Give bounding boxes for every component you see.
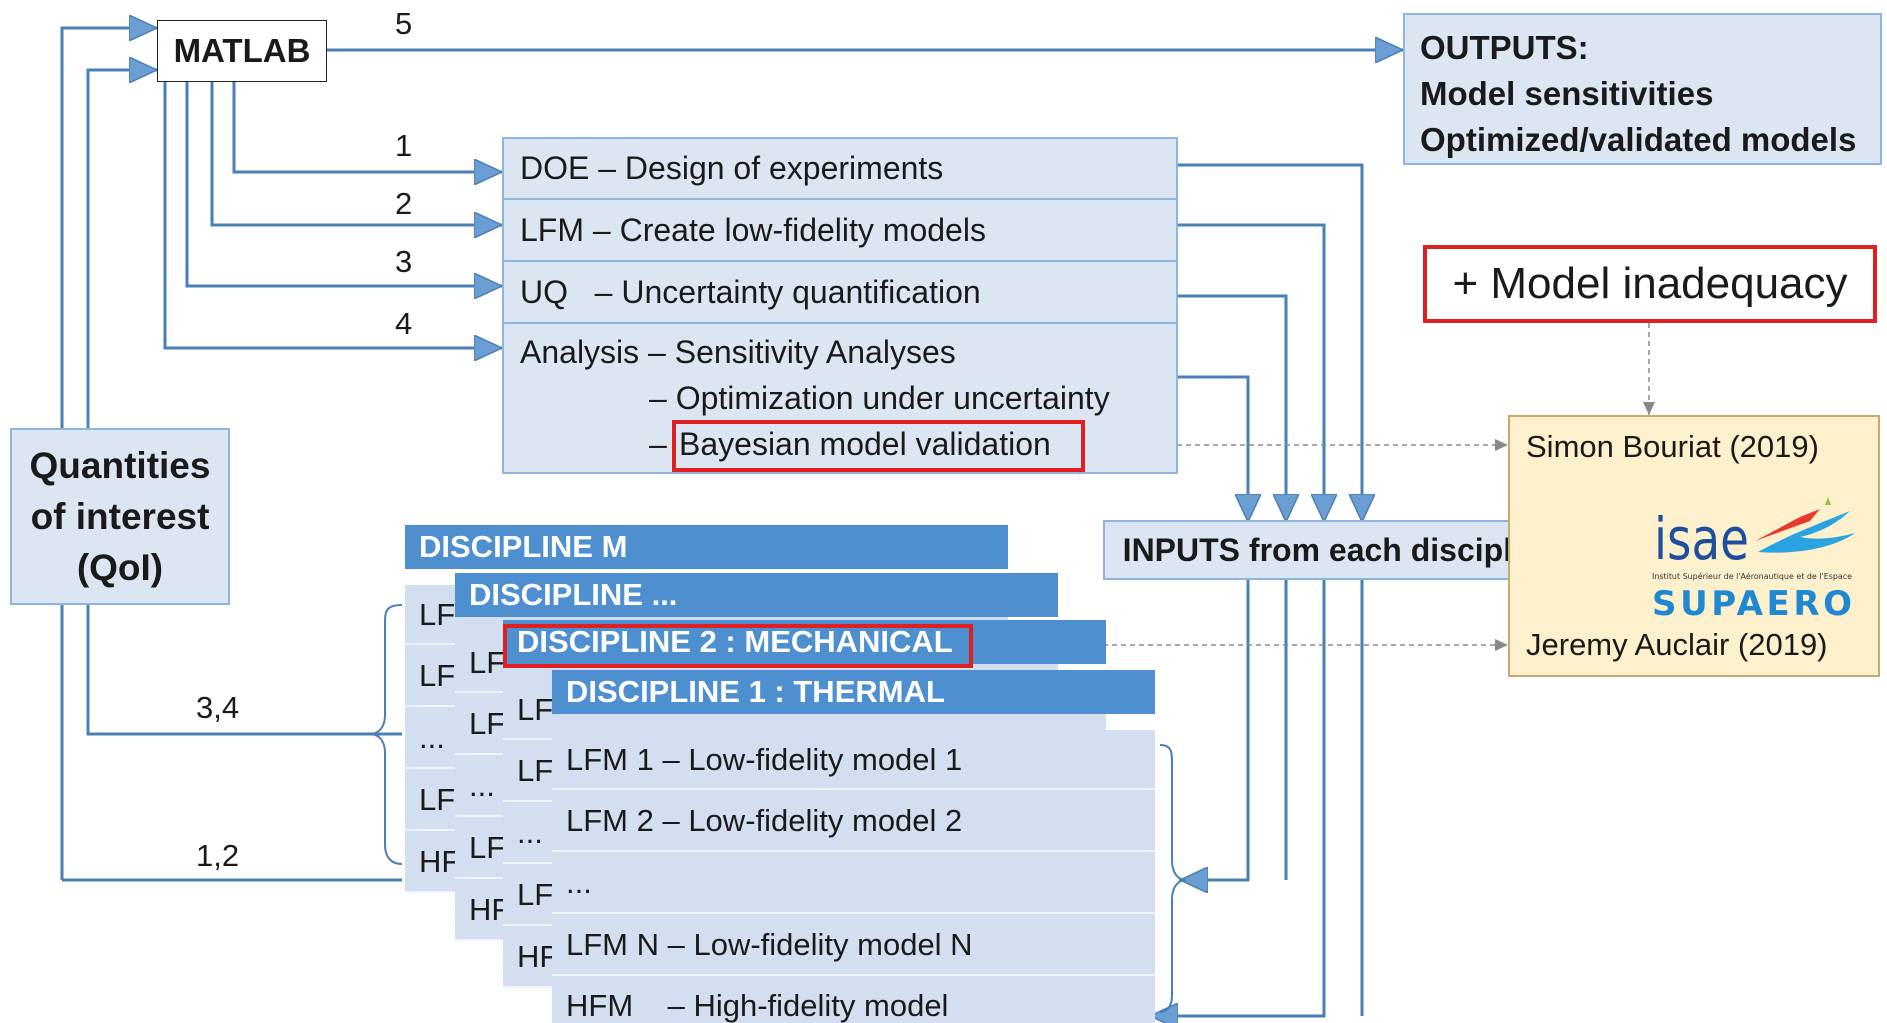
outputs-box: OUTPUTS: Model sensitivities Optimized/v…: [1403, 13, 1882, 165]
model-inadequacy-box: + Model inadequacy: [1423, 245, 1877, 323]
methods-box: DOE – Design of experiments LFM – Create…: [502, 137, 1178, 474]
analysis-optimization: – Optimization under uncertainty: [649, 380, 1110, 416]
svg-text:isae: isae: [1654, 505, 1749, 573]
inputs-box: INPUTS from each discipline: [1103, 520, 1578, 580]
analysis-sensitivity: Analysis – Sensitivity Analyses: [520, 334, 956, 370]
discipline-1-row: LFM 2 – Low-fidelity model 2: [552, 790, 1155, 852]
discipline-1-row: LFM 1 – Low-fidelity model 1: [552, 730, 1155, 790]
outputs-sensitivities: Model sensitivities: [1420, 75, 1714, 112]
method-doe: DOE – Design of experiments: [504, 139, 1176, 200]
discipline-1-title: DISCIPLINE 1 : THERMAL: [552, 670, 1155, 714]
svg-text:Institut Supérieur de l'Aérona: Institut Supérieur de l'Aéronautique et …: [1652, 571, 1852, 581]
matlab-label: MATLAB: [173, 32, 311, 69]
edge-label-1-2: 1,2: [196, 838, 240, 873]
qoi-box: Quantities of interest (QoI): [10, 428, 230, 605]
outputs-heading: OUTPUTS:: [1420, 29, 1589, 66]
qoi-line-2: of interest: [30, 496, 210, 537]
method-lfm: LFM – Create low-fidelity models: [504, 200, 1176, 262]
discipline-dots-title: DISCIPLINE ...: [455, 573, 1058, 617]
discipline-m-title: DISCIPLINE M: [405, 525, 1008, 569]
discipline-1-row: LFM N – Low-fidelity model N: [552, 914, 1155, 976]
edge-label-3-4: 3,4: [196, 690, 240, 725]
method-analysis: Analysis – Sensitivity Analyses – Optimi…: [504, 324, 1176, 472]
edge-label-3: 3: [395, 244, 413, 279]
discipline-1-card: DISCIPLINE 1 : THERMAL LFM 1 – Low-fidel…: [552, 670, 1155, 1023]
mechanical-highlight: [503, 624, 973, 668]
edge-label-1: 1: [395, 128, 413, 163]
edge-label-4: 4: [395, 306, 413, 341]
edge-label-2: 2: [395, 186, 413, 221]
discipline-1-row: ...: [552, 852, 1155, 914]
reference-auclair: Jeremy Auclair (2019): [1526, 627, 1828, 662]
method-uq: UQ – Uncertainty quantification: [504, 262, 1176, 324]
discipline-1-row: HFM – High-fidelity model: [552, 976, 1155, 1023]
outputs-models: Optimized/validated models: [1420, 121, 1857, 158]
reference-bouriat: Simon Bouriat (2019): [1526, 429, 1819, 464]
edge-label-5: 5: [395, 6, 413, 41]
analysis-bayesian-validation: Bayesian model validation: [679, 426, 1051, 462]
analysis-bayes-dash: –: [649, 426, 667, 462]
qoi-line-3: (QoI): [76, 547, 164, 588]
isae-supaero-logo: isae Institut Supérieur de l'Aéronautiqu…: [1652, 497, 1855, 622]
svg-text:SUPAERO: SUPAERO: [1652, 584, 1852, 622]
bayes-highlight: [672, 420, 1085, 472]
reference-box: Simon Bouriat (2019) isae Institut Supér…: [1508, 415, 1880, 677]
qoi-line-1: Quantities: [29, 445, 211, 486]
model-inadequacy-label: + Model inadequacy: [1452, 259, 1848, 308]
matlab-node: MATLAB: [157, 20, 327, 82]
inputs-label: INPUTS from each discipline: [1122, 531, 1559, 568]
